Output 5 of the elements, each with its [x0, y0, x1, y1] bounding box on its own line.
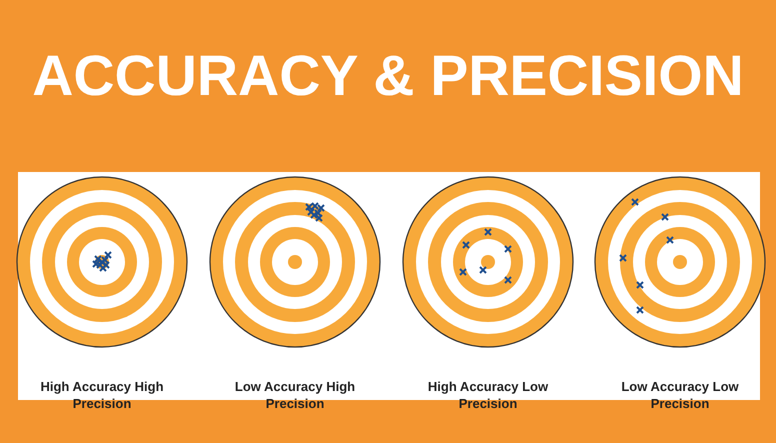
target-caption: Low Accuracy High Precision: [234, 378, 356, 412]
target-caption: High Accuracy Low Precision: [426, 378, 550, 412]
target-caption: Low Accuracy Low Precision: [620, 378, 740, 412]
title: ACCURACY & PRECISION: [32, 48, 744, 105]
target-caption: High Accuracy High Precision: [39, 378, 165, 412]
